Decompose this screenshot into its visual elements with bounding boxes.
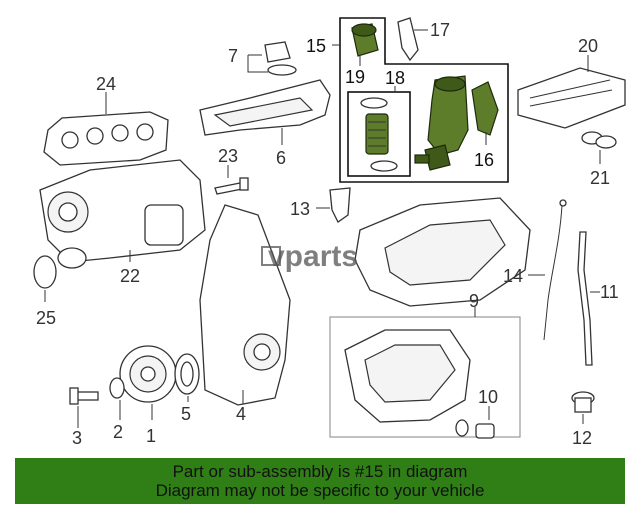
part-15-assembly-box [339,17,509,183]
callout-20: 20 [578,36,598,56]
callout-5: 5 [181,404,191,424]
callout-24: 24 [96,74,116,94]
part-9-box [329,316,521,438]
part-17-bracket [397,17,428,62]
part-16-housing-gasket [471,81,499,145]
part-5-seal [174,353,200,402]
callout-6: 6 [276,148,286,168]
callout-21: 21 [590,168,610,188]
part-14-dipstick [528,199,567,341]
callout-10: 10 [478,387,498,407]
part-22-intake-manifold [39,159,206,269]
part-18-box [347,91,411,177]
callout-7: 7 [228,46,238,66]
part-25-gasket [33,255,57,289]
watermark-text: vparts [268,240,358,273]
part-23-bolt [214,165,249,195]
parts-diagram: 24 22 25 7 6 23 4 [33,17,626,448]
part-3-bolt [69,387,99,428]
callout-1: 1 [146,426,156,446]
part-20-oil-cooler [517,55,626,129]
callout-17: 17 [430,20,450,40]
callout-22: 22 [120,266,140,286]
part-1-crank-pulley [119,345,177,420]
callout-9: 9 [469,291,479,311]
part-18-filter-element [360,97,398,172]
callout-23: 23 [218,146,238,166]
part-7-cap [247,41,297,76]
info-banner: Part or sub-assembly is #15 in diagram D… [15,458,625,504]
part-11-dipstick-tube [577,231,600,366]
callout-11: 11 [600,282,619,302]
callout-15: 15 [306,36,326,56]
callout-19: 19 [345,67,365,87]
callout-13: 13 [290,199,310,219]
callout-3: 3 [72,428,82,448]
part-10-drain-plug [455,406,495,439]
callout-14: 14 [503,266,523,286]
part-12-plug [571,391,595,424]
part-6-head-cover [199,79,331,145]
callout-12: 12 [572,428,592,448]
callout-16: 16 [474,150,494,170]
part-21-gasket [581,131,617,164]
banner-line-1: Part or sub-assembly is #15 in diagram [172,462,468,481]
part-9-lower-oil-pan [344,329,471,423]
callout-2: 2 [113,422,123,442]
part-24-exhaust-manifold [43,92,169,166]
callout-4: 4 [236,404,246,424]
banner-line-2: Diagram may not be specific to your vehi… [155,481,485,500]
part-19-filter-cap [351,23,379,66]
part-15-filter-housing [414,75,469,171]
callout-25: 25 [36,308,56,328]
callout-18: 18 [385,68,405,88]
part-2-washer [109,377,125,420]
upper-oil-pan [354,197,531,307]
watermark-logo: vparts [261,240,358,273]
part-4-timing-cover [199,204,291,406]
part-13-bracket [316,187,351,223]
